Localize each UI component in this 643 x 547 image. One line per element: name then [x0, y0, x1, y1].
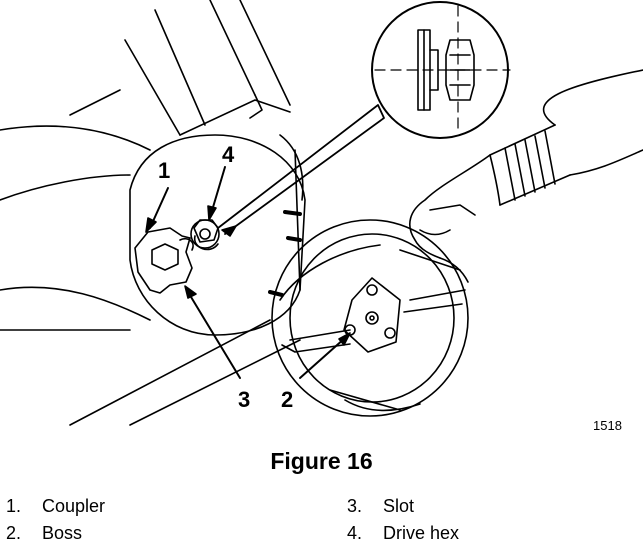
- callout-4-arrow: [207, 205, 217, 221]
- callout-1-arrow: [145, 217, 157, 233]
- hand-illustration: [409, 69, 643, 283]
- drive-hex-part: [190, 219, 220, 251]
- callout-3-arrow: [184, 285, 197, 299]
- detail-leader-arrow: [221, 225, 237, 237]
- legend-number: 3.: [347, 496, 363, 516]
- legend-label: Drive hex: [383, 523, 460, 543]
- technical-illustration: 1 4 3 2 1518: [0, 0, 643, 433]
- legend-label: Coupler: [42, 496, 106, 516]
- figure-reference-number: 1518: [593, 418, 622, 433]
- legend-item-4: 4. Drive hex: [347, 523, 637, 547]
- machine-frame: [0, 0, 301, 426]
- callout-2-arrow: [338, 332, 351, 346]
- drum-housing: [129, 134, 306, 336]
- callout-1: 1: [158, 158, 170, 183]
- legend-number: 2.: [6, 523, 22, 543]
- legend-item-1: 1. Coupler: [6, 496, 306, 520]
- legend-item-2: 2. Boss: [6, 523, 306, 547]
- callout-4-leader: [210, 166, 226, 215]
- legend-label: Slot: [383, 496, 415, 516]
- coupler-part: [134, 227, 194, 294]
- legend-number: 1.: [6, 496, 22, 516]
- impeller-wheel: [271, 219, 469, 417]
- detail-leader: [217, 104, 385, 235]
- legend-label: Boss: [42, 523, 83, 543]
- callout-4: 4: [222, 142, 235, 167]
- detail-inset: [371, 1, 511, 139]
- callout-2-leader: [299, 337, 346, 379]
- callout-2: 2: [281, 387, 293, 412]
- legend-item-3: 3. Slot: [347, 496, 637, 520]
- figure-caption: Figure 16: [270, 448, 373, 474]
- callout-3: 3: [238, 387, 250, 412]
- callout-3-leader: [187, 291, 241, 379]
- legend-number: 4.: [347, 523, 363, 543]
